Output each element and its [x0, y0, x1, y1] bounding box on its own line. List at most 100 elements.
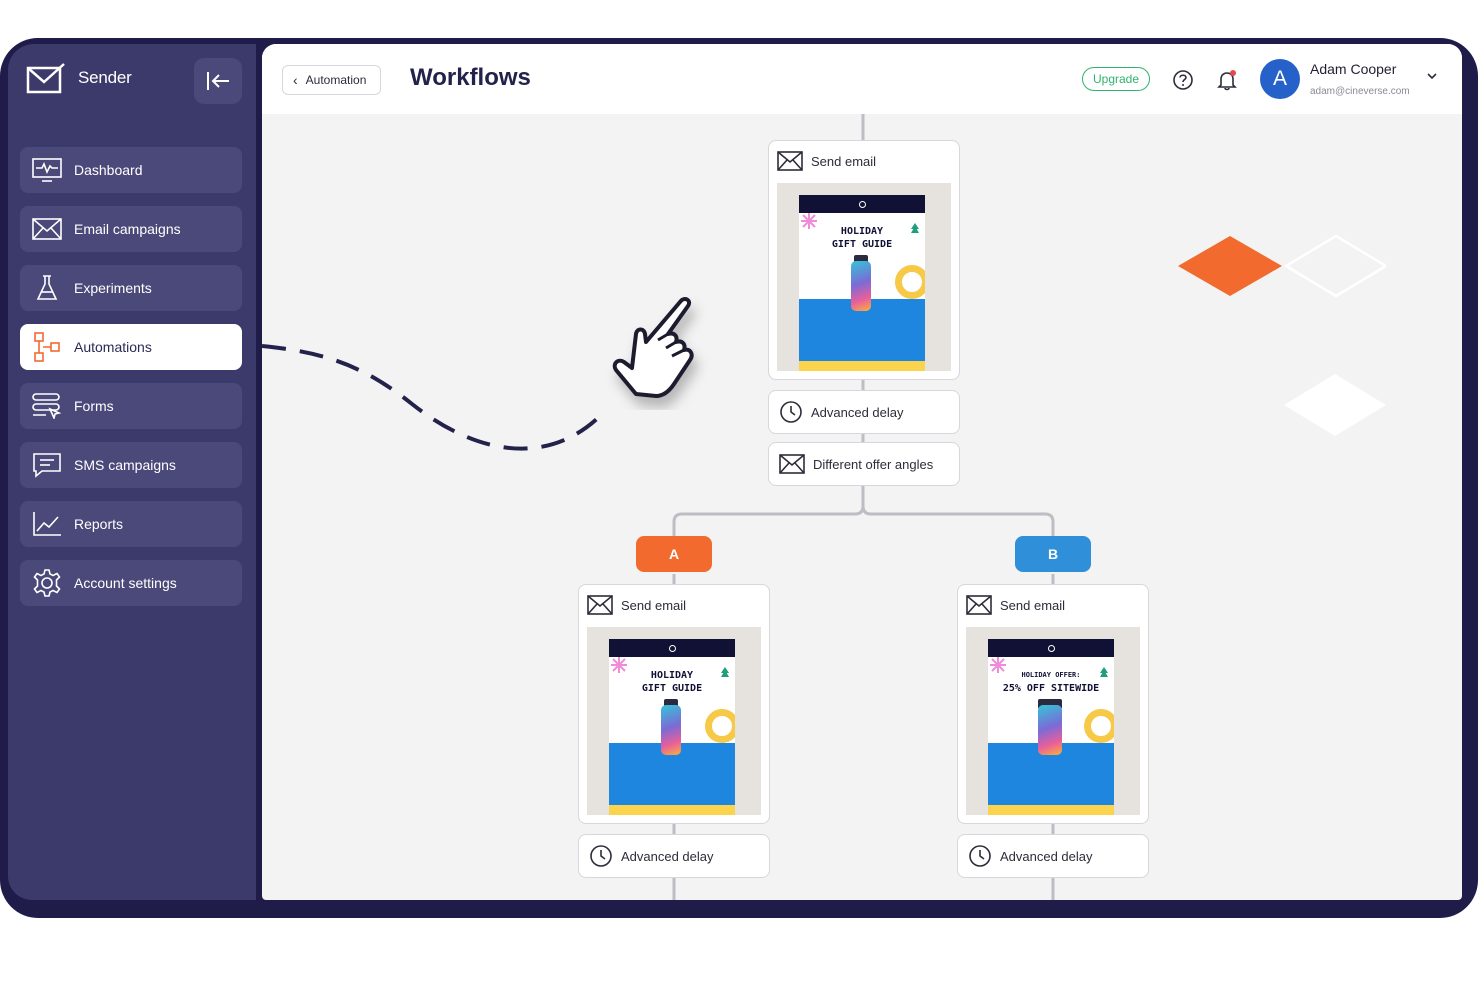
notification-bell-icon[interactable] — [1216, 69, 1238, 91]
top-header: ‹ Automation Workflows Upgrade A Adam Co… — [262, 44, 1462, 114]
sidebar-item-dashboard[interactable]: Dashboard — [20, 147, 242, 193]
email-header-bar — [799, 195, 925, 213]
bottle-cap — [854, 255, 868, 265]
gear-icon — [30, 568, 64, 598]
sidebar-item-email-campaigns[interactable]: Email campaigns — [20, 206, 242, 252]
help-icon[interactable] — [1172, 69, 1194, 91]
brand-name: Sender — [78, 68, 132, 87]
collapse-icon — [207, 72, 229, 90]
sidebar-item-account-settings[interactable]: Account settings — [20, 560, 242, 606]
sidebar: Sender Dashboard Email campaigns Experim… — [8, 44, 256, 900]
email-footer-bar — [988, 805, 1114, 815]
branch-a-badge[interactable]: A — [636, 536, 712, 572]
envelope-icon — [30, 214, 64, 244]
back-to-automation-button[interactable]: ‹ Automation — [282, 65, 382, 95]
sidebar-item-label: SMS campaigns — [74, 457, 176, 473]
brand[interactable]: Sender — [26, 62, 132, 94]
avatar[interactable]: A — [1260, 59, 1300, 99]
clock-icon — [590, 845, 612, 867]
node-label: Send email — [621, 597, 687, 613]
email-preview-card: HOLIDAY GIFT GUIDE — [799, 195, 925, 371]
advanced-delay-node[interactable]: Advanced delay — [768, 390, 960, 434]
email-heading-line: GIFT GUIDE — [641, 683, 703, 694]
branch-a-advanced-delay-node[interactable]: Advanced delay — [578, 834, 770, 878]
email-logo-icon — [668, 644, 676, 652]
tumbler-lid — [1038, 699, 1062, 709]
back-label: Automation — [305, 73, 367, 87]
email-preview: HOLIDAY GIFT GUIDE — [777, 183, 951, 371]
email-heading: HOLIDAY GIFT GUIDE — [609, 669, 735, 695]
bottle-image — [661, 705, 681, 755]
chevron-left-icon: ‹ — [293, 72, 298, 88]
sidebar-item-reports[interactable]: Reports — [20, 501, 242, 547]
email-preview: HOLIDAY GIFT GUIDE — [587, 627, 761, 815]
collapse-sidebar-button[interactable] — [194, 58, 242, 104]
email-heading: HOLIDAY OFFER: 25% OFF SITEWIDE — [988, 669, 1114, 695]
bottle-cap — [664, 699, 678, 709]
ring-decoration — [895, 265, 925, 299]
dashboard-icon — [30, 155, 64, 185]
send-email-node[interactable]: Send email HOLIDAY GIFT GUIDE — [768, 140, 960, 380]
sms-icon — [30, 450, 64, 480]
node-label: Send email — [1000, 597, 1066, 613]
upgrade-button[interactable]: Upgrade — [1082, 67, 1151, 91]
node-label: Advanced delay — [621, 848, 714, 864]
sparkle-icon — [801, 213, 817, 229]
email-header-bar — [988, 639, 1114, 657]
sparkle-icon — [990, 657, 1006, 673]
sidebar-item-experiments[interactable]: Experiments — [20, 265, 242, 311]
hand-pointer-icon — [612, 297, 694, 398]
workflow-canvas[interactable]: Send email HOLIDAY GIFT GUIDE — [262, 114, 1462, 900]
email-header-bar — [609, 639, 735, 657]
envelope-icon — [777, 151, 803, 171]
chevron-down-icon[interactable] — [1426, 70, 1438, 82]
email-heading: HOLIDAY GIFT GUIDE — [799, 225, 925, 251]
branch-a-send-email-node[interactable]: Send email HOLIDAY GIFT GUIDE — [578, 584, 770, 824]
sidebar-item-label: Account settings — [74, 575, 177, 591]
email-heading-line: HOLIDAY — [650, 670, 694, 681]
tree-icon — [1100, 667, 1108, 677]
branch-b-badge[interactable]: B — [1015, 536, 1091, 572]
clock-icon — [969, 845, 991, 867]
user-name: Adam Cooper — [1310, 61, 1397, 77]
email-heading-line: GIFT GUIDE — [831, 239, 893, 250]
sidebar-nav: Dashboard Email campaigns Experiments Au… — [20, 147, 242, 619]
email-preview-card: HOLIDAY GIFT GUIDE — [609, 639, 735, 815]
page-title: Workflows — [410, 64, 531, 91]
ring-decoration — [1084, 709, 1114, 743]
sidebar-item-label: Dashboard — [74, 162, 143, 178]
email-logo-icon — [858, 200, 866, 208]
bottle-image — [851, 261, 871, 311]
email-heading-line: HOLIDAY — [840, 226, 884, 237]
automation-icon — [30, 332, 64, 362]
forms-icon — [30, 391, 64, 421]
email-footer-bar — [799, 361, 925, 371]
email-preview: HOLIDAY OFFER: 25% OFF SITEWIDE — [966, 627, 1140, 815]
sidebar-item-label: Experiments — [74, 280, 152, 296]
flask-icon — [30, 273, 64, 303]
node-label: Send email — [811, 153, 877, 169]
envelope-icon — [779, 454, 805, 474]
sidebar-item-forms[interactable]: Forms — [20, 383, 242, 429]
orange-diamond-decoration — [1178, 234, 1386, 298]
branch-b-advanced-delay-node[interactable]: Advanced delay — [957, 834, 1149, 878]
user-email: adam@cineverse.com — [1310, 86, 1410, 97]
reports-icon — [30, 509, 64, 539]
sidebar-item-automations[interactable]: Automations — [20, 324, 242, 370]
sender-logo-icon — [26, 63, 65, 94]
white-diamond-decoration — [1284, 374, 1386, 436]
envelope-icon — [587, 595, 613, 615]
tree-icon — [721, 667, 729, 677]
node-label: Different offer angles — [813, 456, 934, 472]
email-footer-bar — [609, 805, 735, 815]
ab-split-node[interactable]: Different offer angles — [768, 442, 960, 486]
sparkle-icon — [611, 657, 627, 673]
email-preview-card: HOLIDAY OFFER: 25% OFF SITEWIDE — [988, 639, 1114, 815]
sidebar-item-sms-campaigns[interactable]: SMS campaigns — [20, 442, 242, 488]
email-logo-icon — [1047, 644, 1055, 652]
envelope-icon — [966, 595, 992, 615]
branch-b-send-email-node[interactable]: Send email HOLIDAY OFFER: 25% OFF SITEWI… — [957, 584, 1149, 824]
node-label: Advanced delay — [1000, 848, 1093, 864]
workflow-connectors — [262, 114, 1055, 900]
main-panel: ‹ Automation Workflows Upgrade A Adam Co… — [262, 44, 1462, 900]
